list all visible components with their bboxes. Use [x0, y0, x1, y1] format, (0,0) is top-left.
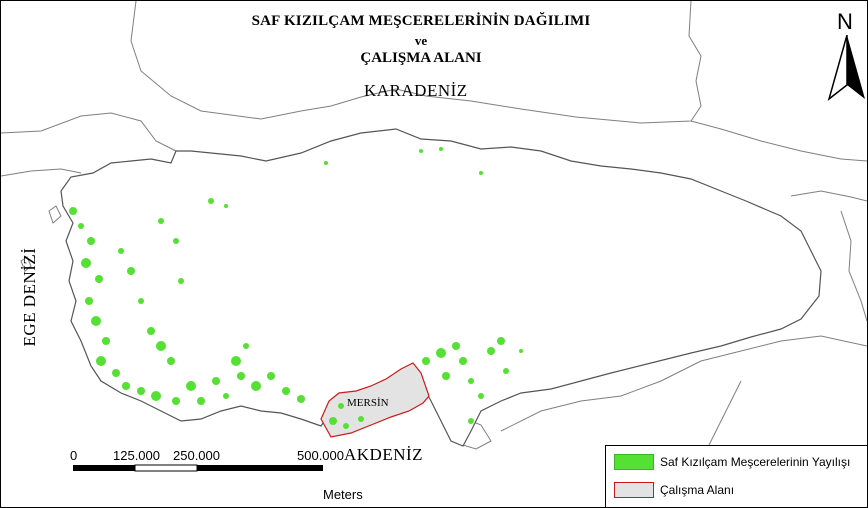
turkey-outline	[60, 128, 822, 447]
study-area-polygon	[320, 362, 430, 438]
scale-tick-2: 250.000	[173, 448, 220, 463]
legend-swatch-forest	[614, 454, 654, 470]
map-title-line2: ve	[414, 33, 428, 48]
legend-swatch-study-area	[614, 482, 654, 498]
sea-label-west: EGE DENİZİ	[20, 247, 39, 347]
forest-patches	[69, 147, 523, 429]
legend-label-study-area: Çalışma Alanı	[660, 483, 735, 497]
scale-tick-3: 500.000	[297, 448, 344, 463]
scale-tick-1: 125.000	[113, 448, 160, 463]
map-title-line3: ÇALIŞMA ALANI	[360, 50, 482, 66]
legend-label-forest: Saf Kızılçam Meşcerelerinin Yayılışı	[660, 455, 851, 469]
sea-label-south: AKDENİZ	[344, 445, 424, 464]
legend-item-study-area: Çalışma Alanı	[614, 482, 734, 498]
place-label-mersin: MERSİN	[347, 397, 389, 409]
scale-unit: Meters	[323, 487, 363, 502]
scale-tick-0: 0	[70, 448, 78, 463]
sea-label-north: KARADENİZ	[364, 81, 468, 100]
map-title-line1: SAF KIZILÇAM MEŞCERELERİNİN DAĞILIMI	[251, 13, 591, 29]
map-legend: Saf Kızılçam Meşcerelerinin Yayılışı Çal…	[605, 445, 867, 507]
legend-item-forest: Saf Kızılçam Meşcerelerinin Yayılışı	[614, 454, 850, 470]
north-arrow-icon	[827, 35, 865, 101]
scale-bar	[73, 464, 323, 472]
north-arrow-letter: N	[837, 9, 853, 34]
